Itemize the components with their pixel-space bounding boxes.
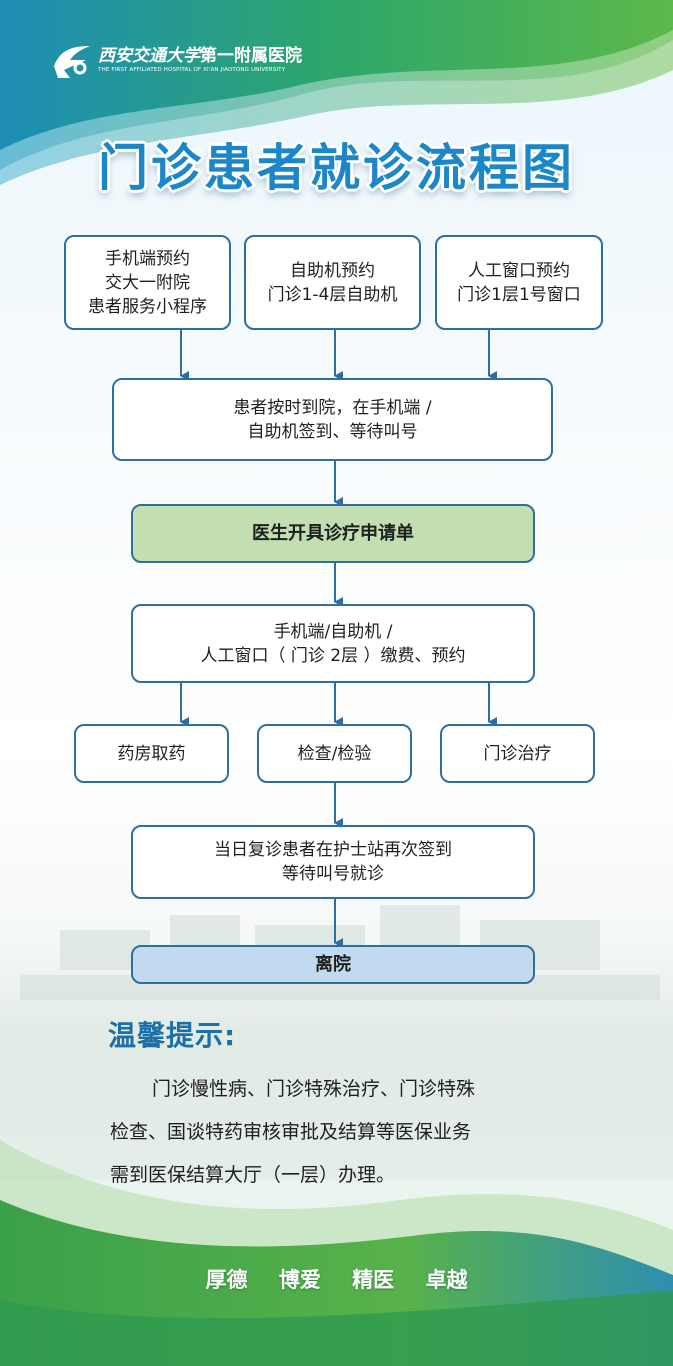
box-line: 门诊1层1号窗口 <box>457 284 581 305</box>
box-line: 自助机预约 <box>290 260 375 281</box>
slogan-word: 博爱 <box>278 1268 321 1292</box>
flow-box-treatment: 门诊治疗 <box>440 724 595 783</box>
box-line: 检查/检验 <box>297 743 372 764</box>
slogan-word: 精医 <box>352 1268 395 1292</box>
logo-chinese-name: 西安交通大学第一附属医院 <box>98 46 302 66</box>
logo-text: 西安交通大学第一附属医院 THE FIRST AFFILIATED HOSPIT… <box>98 46 302 74</box>
box-line: 自助机签到、等待叫号 <box>247 421 418 442</box>
box-line: 患者服务小程序 <box>88 296 207 317</box>
slogan-word: 厚德 <box>205 1268 248 1292</box>
tips-line: 门诊慢性病、门诊特殊治疗、门诊特殊 <box>110 1068 565 1111</box>
tips-text: 门诊慢性病、门诊特殊治疗、门诊特殊 <box>152 1078 476 1100</box>
flow-box-revisit: 当日复诊患者在护士站再次签到 等待叫号就诊 <box>131 825 535 899</box>
box-line: 医生开具诊疗申请单 <box>252 522 414 544</box>
tips-title: 温馨提示: <box>108 1019 237 1052</box>
flow-box-mobile-booking: 手机端预约 交大一附院 患者服务小程序 <box>64 235 231 330</box>
box-line: 手机端预约 <box>105 248 190 269</box>
hospital-emblem-icon <box>54 46 90 78</box>
flow-box-checkin: 患者按时到院，在手机端 / 自助机签到、等待叫号 <box>112 378 553 461</box>
box-line: 手机端/自助机 / <box>273 621 393 642</box>
tips-line: 需到医保结算大厅（一层）办理。 <box>110 1164 396 1186</box>
box-line: 离院 <box>315 953 351 975</box>
flow-box-payment: 手机端/自助机 / 人工窗口（ 门诊 2层 ）缴费、预约 <box>131 604 535 683</box>
box-line: 人工窗口（ 门诊 2层 ）缴费、预约 <box>200 645 466 666</box>
flow-box-pharmacy: 药房取药 <box>74 724 229 783</box>
flow-box-window-booking: 人工窗口预约 门诊1层1号窗口 <box>435 235 603 330</box>
flow-box-kiosk-booking: 自助机预约 门诊1-4层自助机 <box>244 235 421 330</box>
logo-university-name: 西安交通大学 <box>98 46 200 66</box>
flow-box-doctor-order: 医生开具诊疗申请单 <box>131 504 535 563</box>
slogan: 厚德 博爱 精医 卓越 <box>0 1264 673 1294</box>
box-line: 当日复诊患者在护士站再次签到 <box>214 840 452 860</box>
logo-english-name: THE FIRST AFFILIATED HOSPITAL OF XI'AN J… <box>98 67 286 73</box>
logo-hospital-name: 第一附属医院 <box>200 46 302 66</box>
box-line: 交大一附院 <box>105 272 190 293</box>
slogan-word: 卓越 <box>425 1268 468 1292</box>
box-line: 门诊1-4层自助机 <box>267 284 398 305</box>
box-line: 人工窗口预约 <box>468 260 570 281</box>
box-line: 患者按时到院，在手机端 / <box>233 397 432 418</box>
tips-line: 检查、国谈特药审核审批及结算等医保业务 <box>110 1121 472 1143</box>
flow-box-leave: 离院 <box>131 945 535 984</box>
box-line: 门诊治疗 <box>483 743 552 764</box>
flow-box-examination: 检查/检验 <box>257 724 412 783</box>
box-line: 药房取药 <box>117 743 186 764</box>
hospital-logo: 西安交通大学第一附属医院 THE FIRST AFFILIATED HOSPIT… <box>50 40 302 80</box>
box-line: 等待叫号就诊 <box>282 864 384 884</box>
tips-body: 门诊慢性病、门诊特殊治疗、门诊特殊 检查、国谈特药审核审批及结算等医保业务 需到… <box>110 1068 565 1197</box>
page-title: 门诊患者就诊流程图 <box>98 139 575 197</box>
